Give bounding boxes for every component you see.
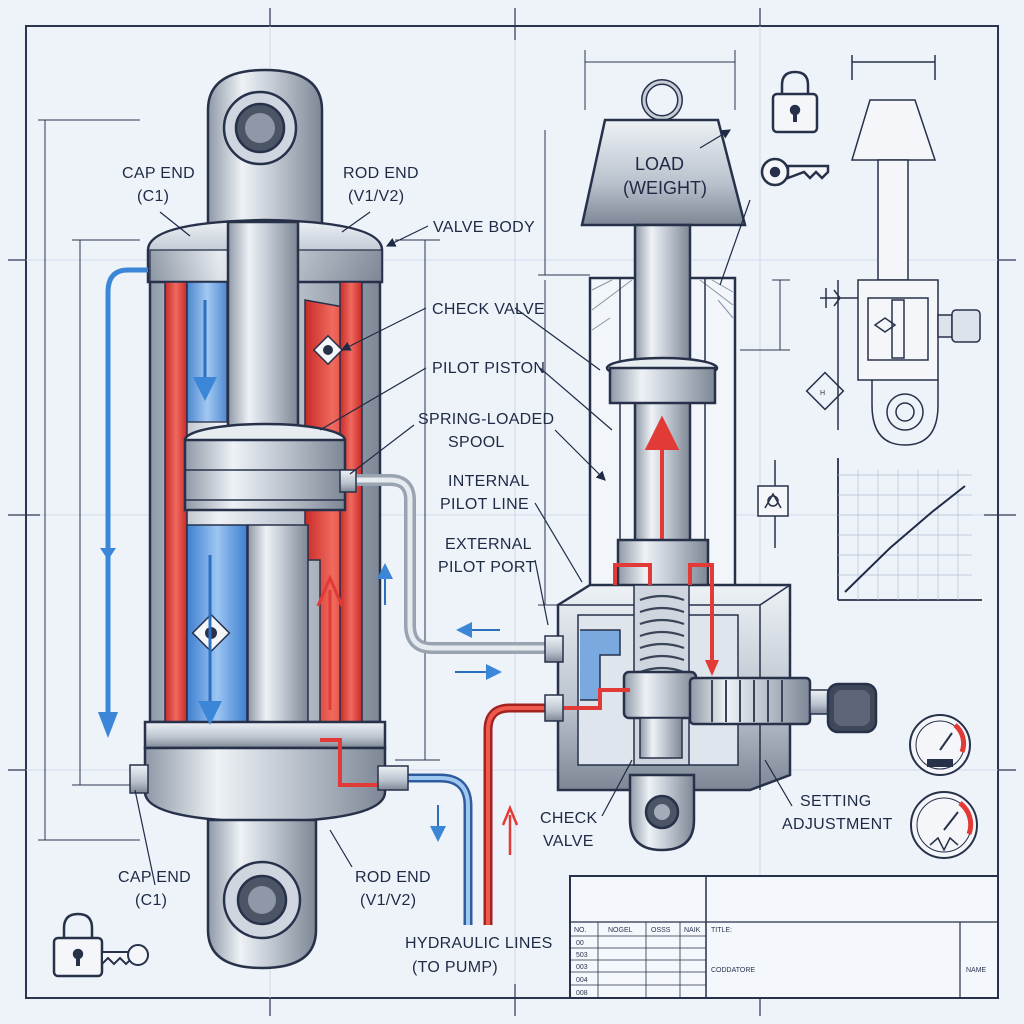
- sheet-border: [25, 25, 999, 999]
- pressure-gauge-icon: [909, 714, 971, 776]
- label-spring-loaded-line1: SPRING-LOADED: [418, 411, 554, 428]
- label-check-valve-bottom-line1: CHECK: [540, 810, 598, 827]
- title-block-company-label: CODDATORE: [711, 967, 755, 974]
- hydraulic-lines-to-pump: [377, 703, 555, 925]
- label-rod-end-bottom-line2: (V1/V2): [360, 892, 416, 909]
- label-valve-body: VALVE BODY: [433, 219, 535, 236]
- dimension-lines-left: [38, 119, 440, 841]
- title-block-header-no: NO.: [574, 927, 587, 934]
- title-block-header-nogel: NOGEL: [608, 927, 633, 934]
- valve-schematic: H: [805, 55, 981, 446]
- label-pilot-piston: PILOT PISTON: [432, 360, 545, 377]
- performance-graph: [837, 458, 982, 601]
- title-block: [569, 875, 999, 999]
- label-cap-end-bottom-line1: CAP END: [118, 869, 191, 886]
- title-block-header-osss: OSSS: [651, 927, 671, 934]
- border-ticks: [8, 8, 1016, 1016]
- label-cap-end-top-line1: CAP END: [122, 165, 195, 182]
- title-block-title-label: TITLE:: [711, 927, 732, 934]
- title-block-row-1: 00: [576, 940, 584, 947]
- padlock-icon-2: [52, 912, 104, 978]
- title-block-row-4: 004: [576, 977, 588, 984]
- title-block-row-2: 503: [576, 952, 588, 959]
- label-setting-line2: ADJUSTMENT: [782, 816, 893, 833]
- pilot-line-pipe: [339, 469, 560, 654]
- hydraulic-cylinder: [129, 68, 387, 970]
- title-block-header-naik: NAIK: [684, 927, 701, 934]
- padlock-icon: [771, 70, 819, 134]
- label-hydraulic-lines-line1: HYDRAULIC LINES: [405, 935, 553, 952]
- label-rod-end-bottom-line1: ROD END: [355, 869, 431, 886]
- label-spring-loaded-line2: SPOOL: [448, 434, 505, 451]
- label-external-pilot-line1: EXTERNAL: [445, 536, 532, 553]
- label-load-line2: (WEIGHT): [623, 178, 707, 198]
- title-block-row-5: 008: [576, 990, 588, 997]
- title-block-row-3: 003: [576, 964, 588, 971]
- external-return-line: [98, 267, 148, 738]
- key-icon-2: [101, 944, 149, 967]
- label-external-pilot-line2: PILOT PORT: [438, 559, 536, 576]
- svg-text:H: H: [820, 390, 825, 397]
- leader-lines: [134, 129, 793, 886]
- label-check-valve-top: CHECK VALVE: [432, 301, 545, 318]
- counterbalance-valve: [538, 50, 878, 852]
- label-internal-pilot-line2: PILOT LINE: [440, 496, 529, 513]
- check-valve-symbol: [757, 460, 789, 548]
- label-cap-end-top-line2: (C1): [137, 188, 169, 205]
- label-hydraulic-lines-line2: (TO PUMP): [412, 959, 498, 976]
- label-rod-end-top-line1: ROD END: [343, 165, 419, 182]
- title-block-name-label: NAME: [966, 967, 987, 974]
- label-cap-end-bottom-line2: (C1): [135, 892, 167, 909]
- label-load-line1: LOAD: [635, 154, 684, 174]
- label-check-valve-bottom-line2: VALVE: [543, 833, 594, 850]
- label-rod-end-top-line2: (V1/V2): [348, 188, 404, 205]
- flow-arrows-mid: [377, 563, 519, 855]
- pressure-gauge-icon-2: [910, 791, 978, 859]
- label-setting-line1: SETTING: [800, 793, 871, 810]
- key-icon: [760, 157, 830, 187]
- label-internal-pilot-line1: INTERNAL: [448, 473, 530, 490]
